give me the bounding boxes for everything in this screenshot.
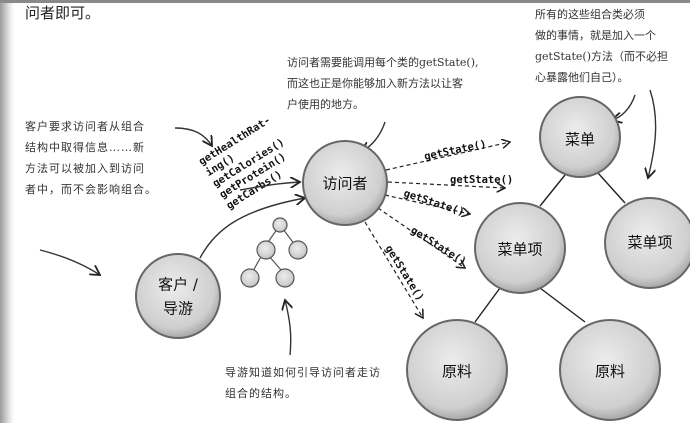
note-line: 组合的结构。 [225, 387, 297, 400]
note-line: 者中，而不会影响组合。 [25, 183, 157, 196]
node-label: 菜单 [565, 131, 595, 149]
node-label: 菜单项 [497, 241, 542, 259]
getstate-arrows [364, 142, 510, 318]
ingredient-node [406, 319, 508, 421]
visitor-methods: getHealthRat- ing() getCalories() getPro… [197, 114, 288, 212]
call-label: getState() [382, 243, 426, 303]
client-node [135, 253, 221, 339]
note-line: 所有的这些组合类必须 [535, 8, 645, 21]
note-line: 结构中取得信息……新 [25, 141, 145, 154]
ingredient-node [559, 319, 661, 421]
note-line: getState()方法（而不必担 [535, 50, 668, 63]
tree-edges [474, 172, 626, 323]
call-label: getState() [423, 138, 487, 163]
note-line: 心暴露他们自己）。 [535, 71, 629, 84]
note-line: 而这也正是你能够加入新方法以让客 [287, 77, 463, 90]
note-line: 方法可以被加入到访问 [25, 162, 145, 175]
node-label: 访问者 [322, 175, 367, 193]
note-line: 客户要求访问者从组合 [25, 120, 145, 133]
note-line: 做的事情，就是加入一个 [535, 29, 656, 42]
menu-item-node [474, 202, 566, 294]
menu-item-node [604, 197, 690, 289]
node-label: 导游 [163, 300, 193, 318]
visitor-node [302, 140, 388, 226]
call-label: getState() [408, 224, 468, 268]
client-note: 客户要求访问者从组合 结构中取得信息……新 方法可以被加入到访问 者中，而不会影… [25, 116, 157, 200]
note-line: 户使用的地方。 [287, 98, 364, 111]
visitor-note: 访问者需要能调用每个类的getState(), 而这也正是你能够加入新方法以让客… [287, 52, 479, 115]
composite-note: 所有的这些组合类必须 做的事情，就是加入一个 getState()方法（而不必担… [535, 4, 668, 88]
call-label: getState() [402, 187, 466, 218]
small-tree [240, 217, 308, 288]
note-line: 访问者需要能调用每个类的getState(), [287, 56, 479, 69]
book-spine-shadow [0, 0, 14, 423]
node-label: 原料 [595, 363, 625, 381]
annotation-arrows [39, 89, 657, 356]
node-label: 原料 [442, 363, 472, 381]
page-edge [0, 0, 690, 3]
note-line: 导游知道如何引导访问者走访 [225, 366, 381, 379]
node-label: 菜单项 [627, 234, 672, 252]
lead-text: 问者即可。 [25, 4, 101, 22]
guide-note: 导游知道如何引导访问者走访 组合的结构。 [225, 362, 381, 404]
call-label: getState() [450, 174, 513, 186]
menu-node [539, 96, 621, 178]
node-label: 客户 / [158, 276, 199, 294]
